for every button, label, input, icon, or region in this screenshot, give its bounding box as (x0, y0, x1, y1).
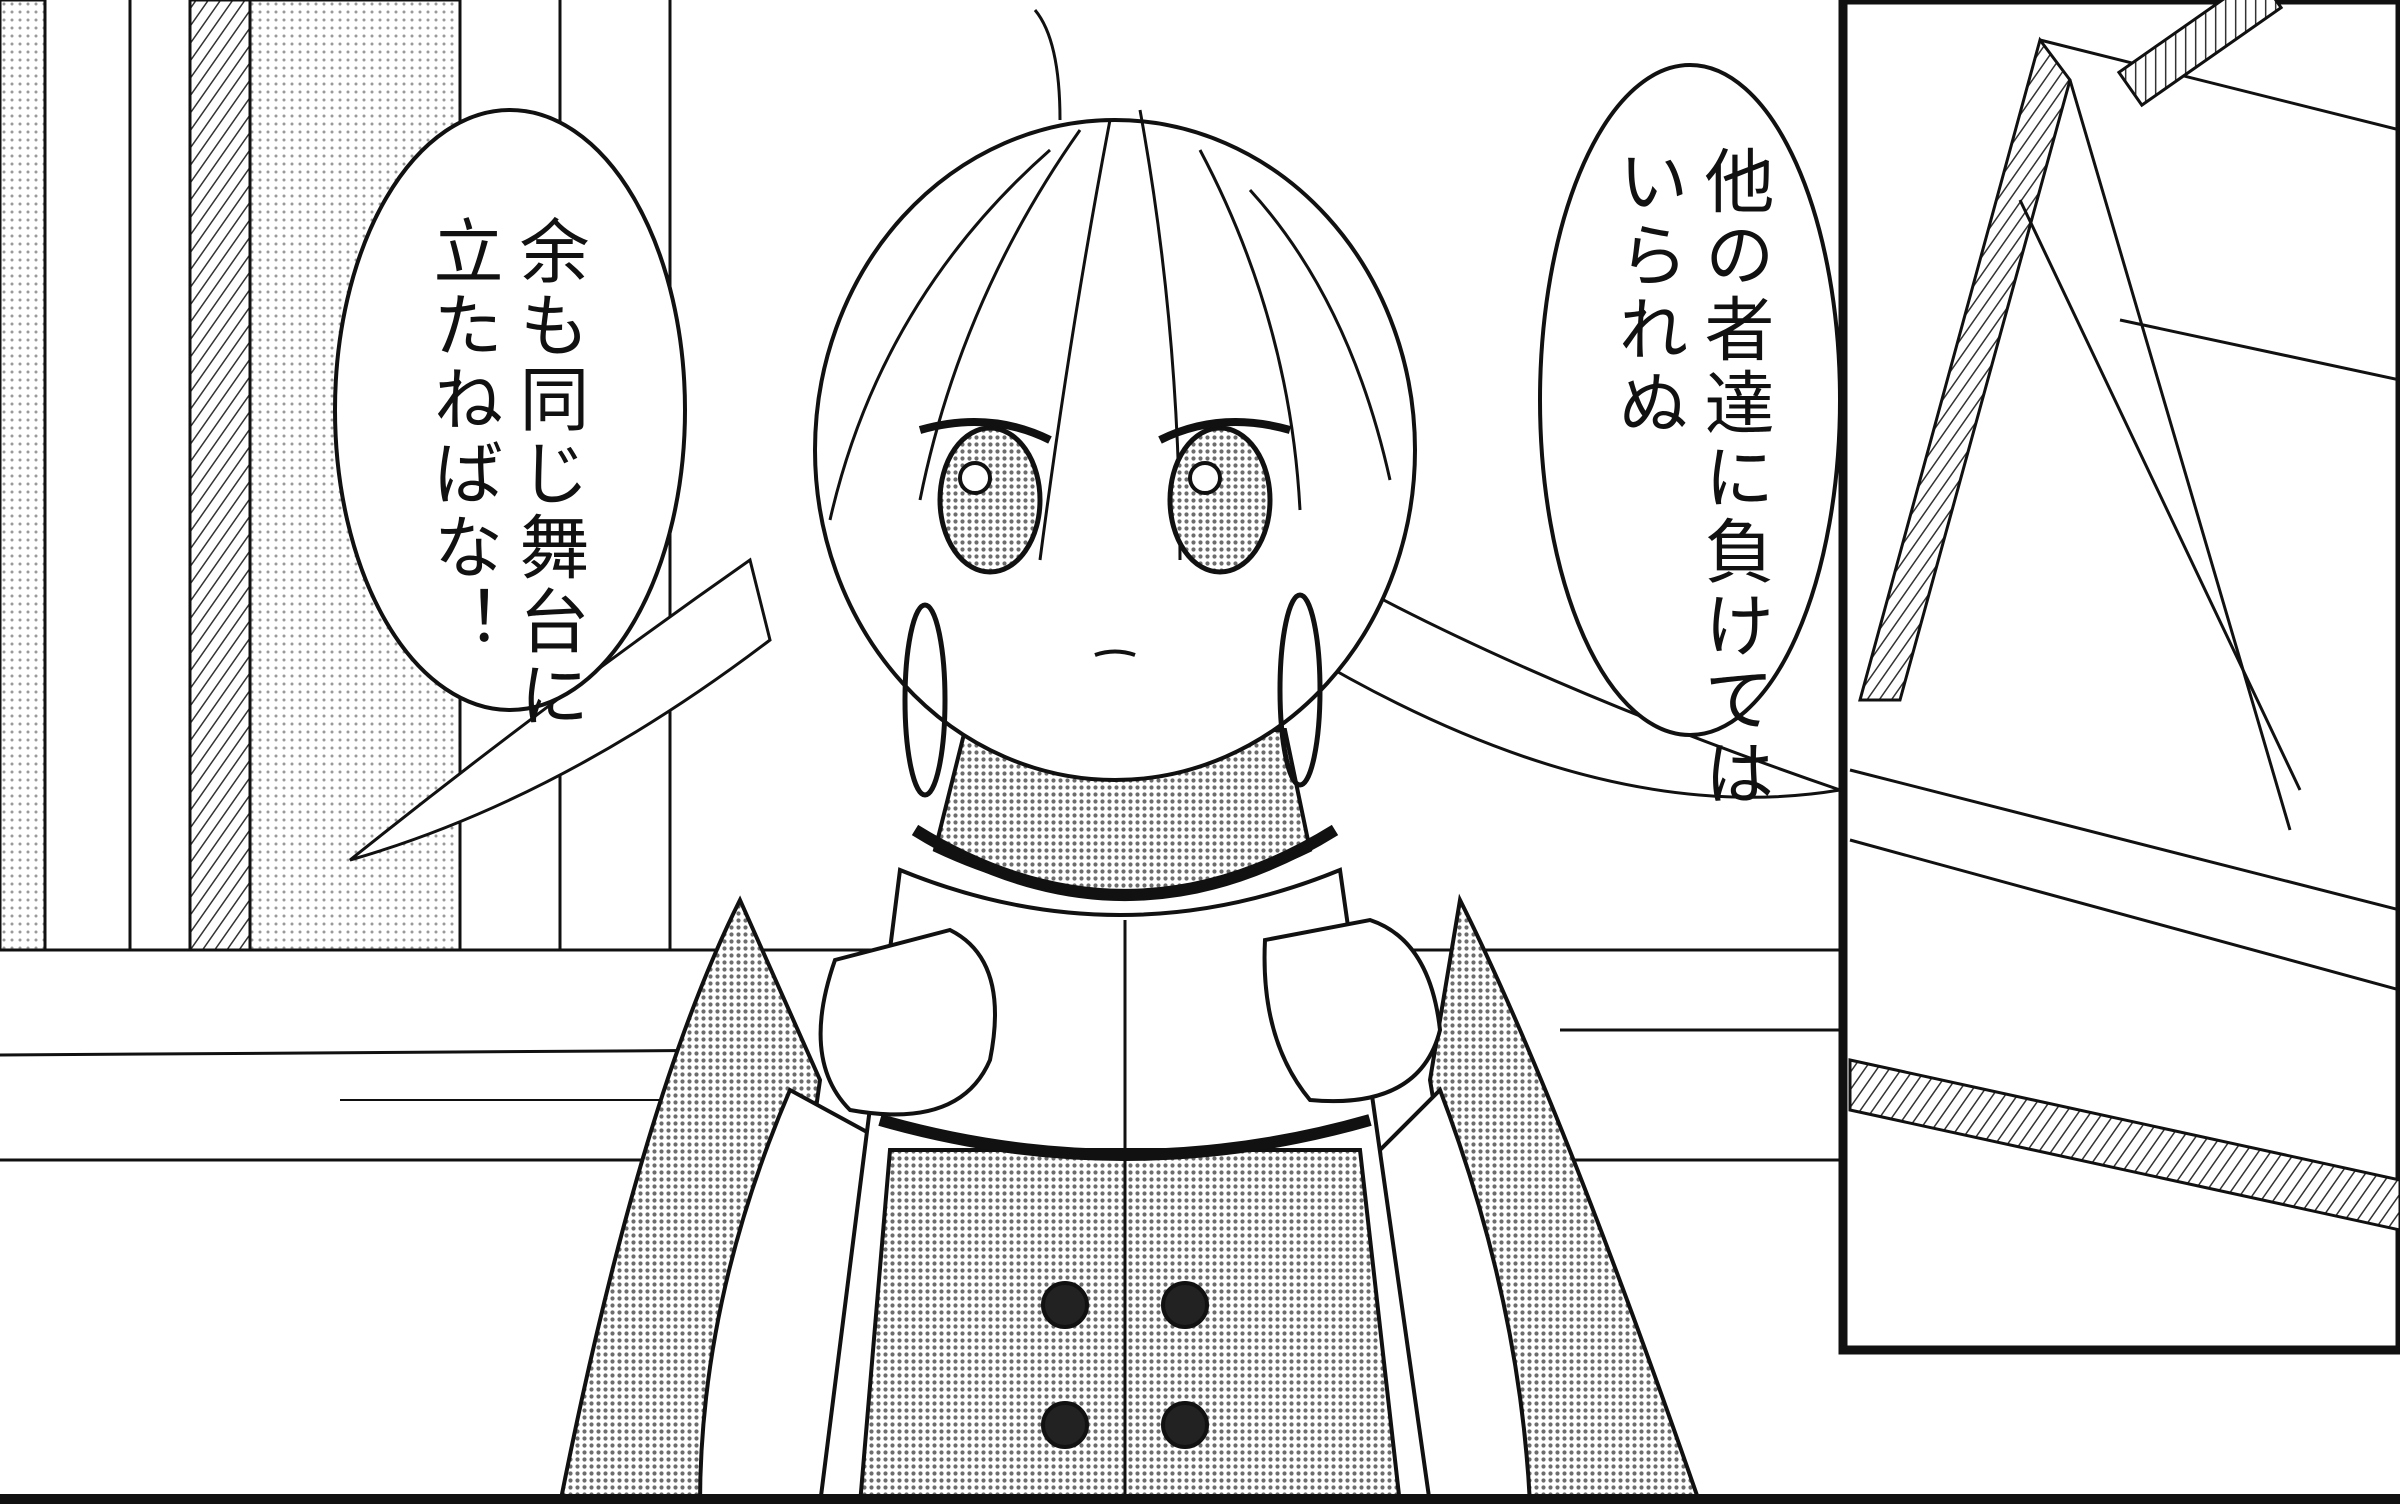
speech-left-line-2: 立たねばな！ (422, 215, 504, 659)
right-inset-panel (1838, 0, 2400, 1355)
panel-bottom-border (0, 1494, 2400, 1504)
speech-right-line-1: 他の者達に負けては (1693, 145, 1775, 811)
speech-bubble-right (1538, 63, 1842, 737)
hair-ribbons (349, 557, 1841, 862)
speech-left-line-1: 余も同じ舞台に (508, 215, 590, 733)
character-head (813, 9, 1417, 798)
speech-right-line-2: いられぬ (1607, 145, 1689, 441)
speech-text-left: 余も同じ舞台に 立たねばな！ (420, 215, 592, 733)
speech-bubble-left (333, 108, 687, 712)
speech-text-right: 他の者達に負けては いられぬ (1605, 145, 1777, 811)
window-sill (0, 948, 1840, 1162)
character-body (557, 728, 1703, 1504)
